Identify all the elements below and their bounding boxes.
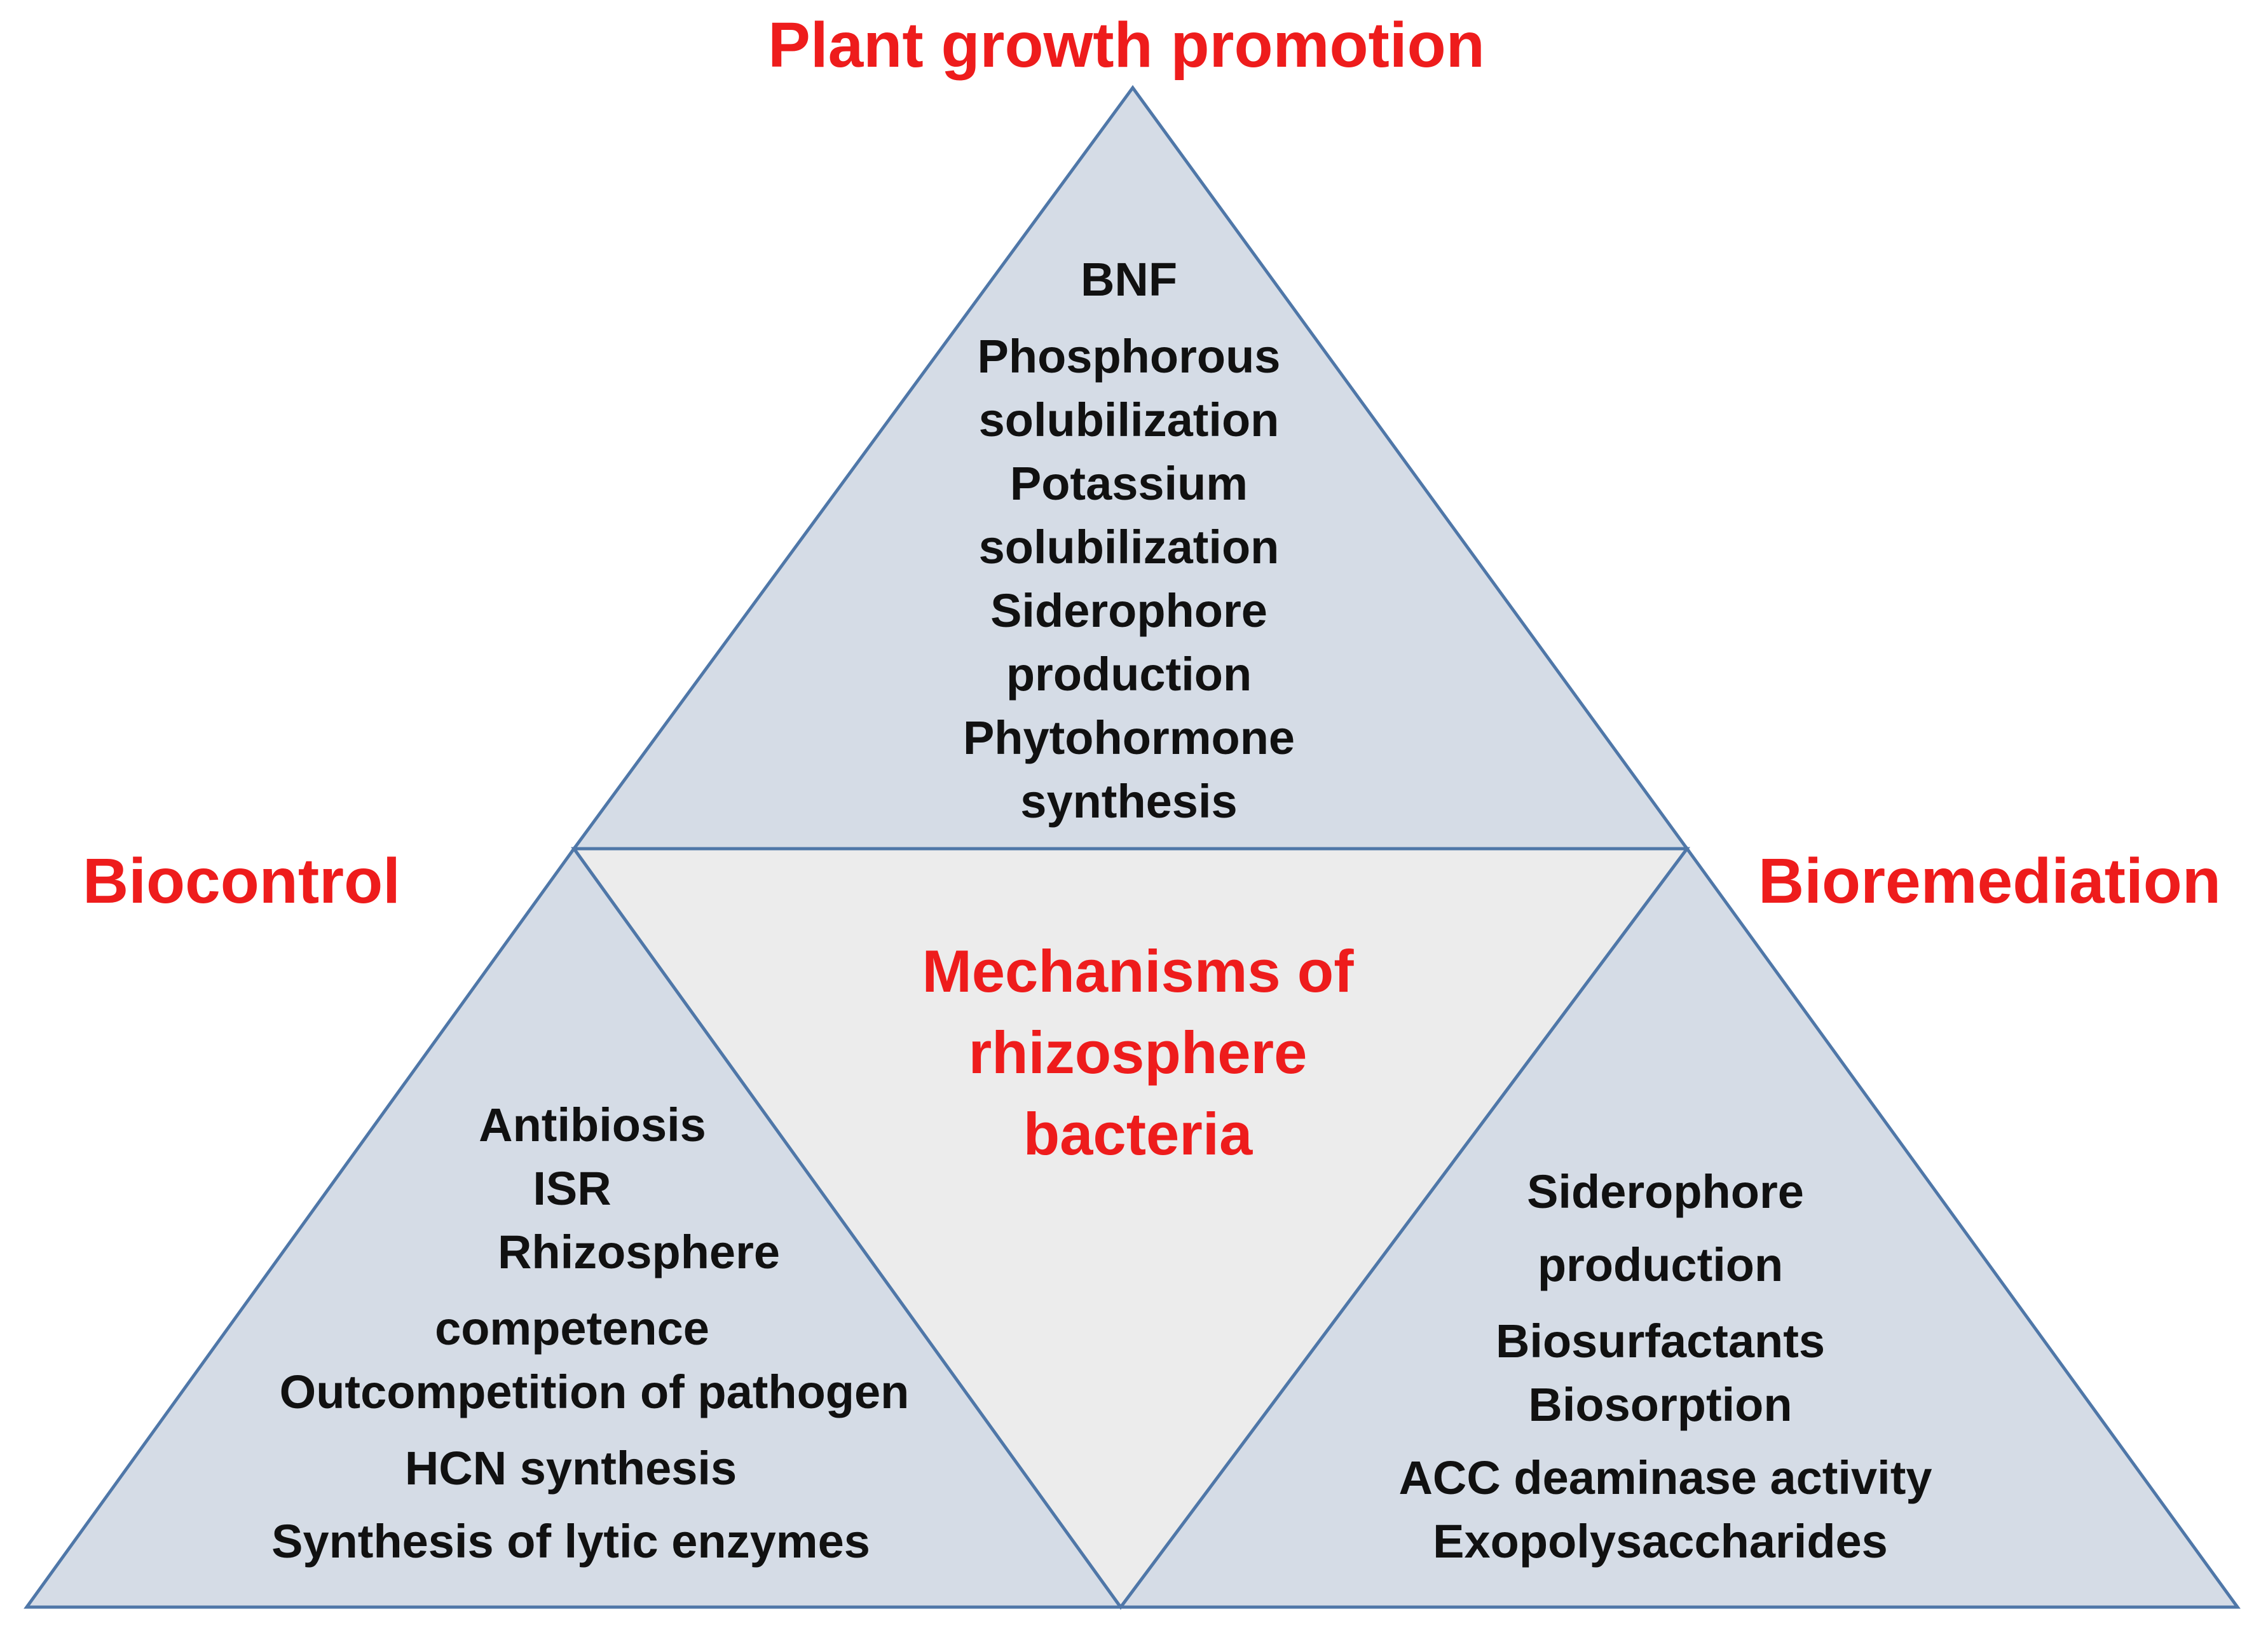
list-item: synthesis	[1020, 775, 1237, 828]
list-item: ACC deaminase activity	[1398, 1451, 1932, 1504]
list-item: competence	[435, 1302, 709, 1355]
list-item: Exopolysaccharides	[1433, 1515, 1888, 1568]
list-item: Phytohormone	[963, 711, 1295, 764]
list-item: Biosurfactants	[1496, 1315, 1825, 1367]
list-item: Outcompetition of pathogen	[280, 1366, 910, 1418]
center-title-line: rhizosphere	[969, 1019, 1308, 1086]
list-item: Antibiosis	[479, 1099, 706, 1151]
list-item: solubilization	[979, 394, 1280, 446]
center-triangle	[571, 847, 1690, 1610]
bioremediation-list: Siderophore production Biosurfactants Bi…	[1398, 1165, 1932, 1568]
list-item: Siderophore	[1527, 1165, 1804, 1218]
list-item: solubilization	[979, 521, 1280, 573]
list-item: Synthesis of lytic enzymes	[271, 1515, 870, 1568]
list-item: production	[1538, 1238, 1783, 1291]
plant-growth-promotion-list: BNF Phosphorous solubilization Potassium…	[963, 253, 1295, 828]
list-item: production	[1006, 648, 1252, 701]
biocontrol-heading: Biocontrol	[83, 846, 400, 917]
center-title-line: bacteria	[1023, 1100, 1253, 1167]
list-item: HCN synthesis	[405, 1442, 737, 1495]
list-item: Biosorption	[1528, 1378, 1792, 1431]
list-item: Phosphorous	[978, 330, 1281, 383]
list-item: Rhizosphere	[498, 1226, 780, 1278]
list-item: Potassium	[1010, 457, 1248, 510]
list-item: ISR	[533, 1162, 611, 1215]
list-item: BNF	[1081, 253, 1177, 306]
list-item: Siderophore	[990, 584, 1267, 637]
biocontrol-list: Antibiosis ISR Rhizosphere competence Ou…	[271, 1099, 909, 1568]
center-title-line: Mechanisms of	[922, 938, 1354, 1004]
plant-growth-promotion-heading: Plant growth promotion	[768, 10, 1485, 81]
bioremediation-heading: Bioremediation	[1758, 846, 2221, 917]
